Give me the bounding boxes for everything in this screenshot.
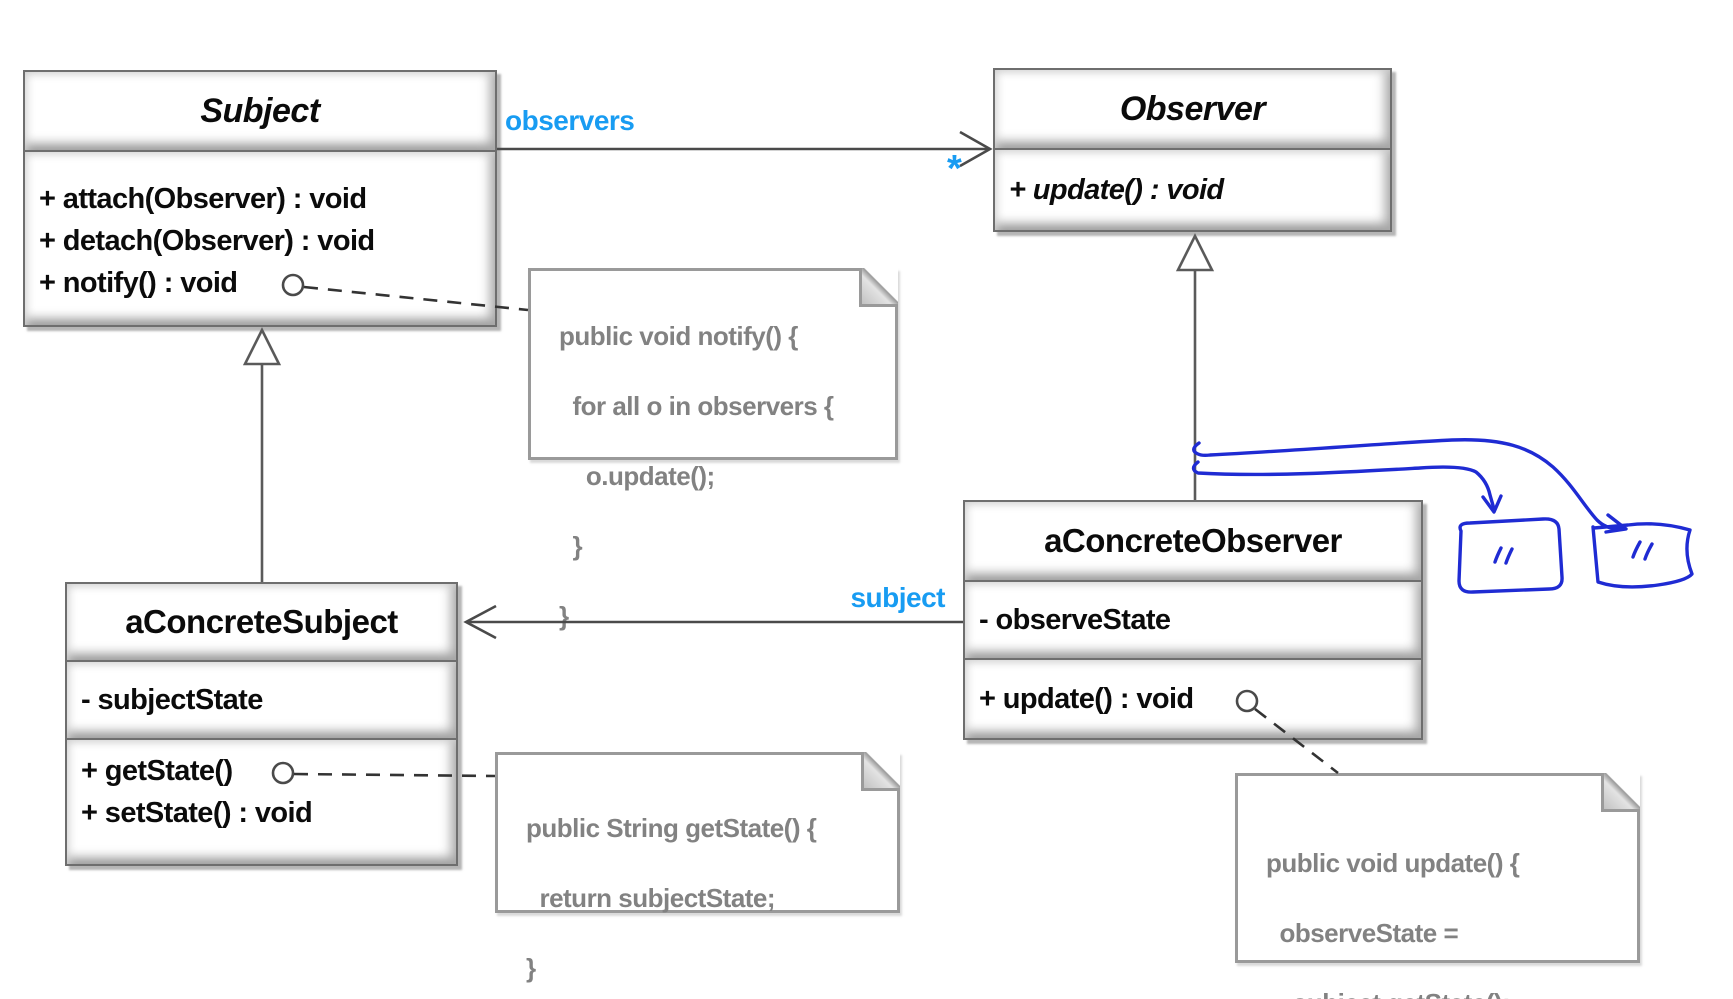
- class-title-concrete-subject: aConcreteSubject: [67, 584, 456, 660]
- association-label-subject: subject: [850, 582, 945, 613]
- class-box-subject: Subject + attach(Observer) : void + deta…: [23, 70, 497, 327]
- ink-arrowhead-icon: [1481, 494, 1503, 514]
- note-line: }: [526, 953, 536, 983]
- note-line: }: [559, 601, 569, 631]
- class-methods-concrete-subject: + getState() + setState() : void: [67, 738, 456, 864]
- note-anchor-circle-update: [1235, 689, 1259, 713]
- multiplicity-star: *: [947, 148, 962, 190]
- method-update-abstract: + update() : void: [1009, 174, 1224, 206]
- ink-sketch-box-right: [1591, 522, 1694, 589]
- dashed-connector-update: [1254, 707, 1339, 775]
- ink-curve-bottom: [1191, 460, 1496, 511]
- class-methods-subject: + attach(Observer) : void + detach(Obser…: [25, 150, 495, 325]
- hollow-triangle-arrow-icon: [242, 327, 282, 366]
- class-title-observer: Observer: [995, 70, 1390, 148]
- class-box-observer: Observer + update() : void: [993, 68, 1392, 232]
- note-notify-code: public void notify() { for all o in obse…: [528, 268, 898, 631]
- class-title-concrete-observer: aConcreteObserver: [965, 502, 1421, 580]
- dashed-connector-notify: [303, 285, 529, 312]
- class-title-subject: Subject: [25, 72, 495, 150]
- class-attributes-concrete-observer: - observeState: [965, 580, 1421, 658]
- attribute-observe-state: - observeState: [979, 604, 1171, 636]
- ink-tick-marks: [1493, 546, 1514, 565]
- note-fold-icon: [861, 752, 900, 791]
- open-arrowhead-left-icon: [463, 604, 497, 640]
- method-detach: + detach(Observer) : void: [39, 225, 375, 257]
- note-line: observeState =: [1266, 918, 1459, 948]
- method-get-state: + getState(): [81, 755, 233, 787]
- ink-curve-top: [1192, 438, 1626, 531]
- note-line: public void notify() {: [559, 321, 798, 351]
- class-box-concrete-subject: aConcreteSubject - subjectState + getSta…: [65, 582, 458, 866]
- open-arrowhead-right-icon: [959, 130, 993, 168]
- class-methods-observer: + update() : void: [995, 148, 1390, 230]
- note-update-code: public void update() { observeState = su…: [1235, 773, 1640, 999]
- method-update-concrete: + update() : void: [979, 683, 1194, 715]
- note-fold-icon: [859, 268, 898, 307]
- ink-tick-marks: [1631, 540, 1654, 561]
- class-attributes-concrete-subject: - subjectState: [67, 660, 456, 738]
- note-fold-icon: [1601, 773, 1640, 812]
- dashed-connector-get-state: [293, 772, 496, 778]
- handwritten-ink-annotation: [1191, 438, 1694, 594]
- ink-arrowhead-icon: [1604, 513, 1628, 534]
- note-line: subject.getState();: [1266, 986, 1637, 999]
- note-anchor-circle-get-state: [271, 761, 295, 785]
- attribute-subject-state: - subjectState: [81, 684, 263, 716]
- note-line: for all o in observers {: [559, 391, 834, 421]
- hollow-triangle-arrow-icon: [1175, 233, 1215, 272]
- method-set-state: + setState() : void: [81, 797, 313, 829]
- note-get-state-code: public String getState() { return subjec…: [495, 752, 900, 983]
- method-notify: + notify() : void: [39, 267, 238, 299]
- association-label-observers: observers: [505, 105, 635, 136]
- note-line: public void update() {: [1266, 848, 1520, 878]
- method-attach: + attach(Observer) : void: [39, 183, 367, 215]
- note-line: public String getState() {: [526, 813, 817, 843]
- note-anchor-circle-notify: [281, 273, 305, 297]
- note-line: }: [559, 531, 583, 561]
- note-line: o.update();: [559, 461, 715, 491]
- ink-sketch-box-left: [1457, 517, 1564, 594]
- note-line: return subjectState;: [526, 883, 776, 913]
- class-box-concrete-observer: aConcreteObserver - observeState + updat…: [963, 500, 1423, 740]
- class-methods-concrete-observer: + update() : void: [965, 658, 1421, 738]
